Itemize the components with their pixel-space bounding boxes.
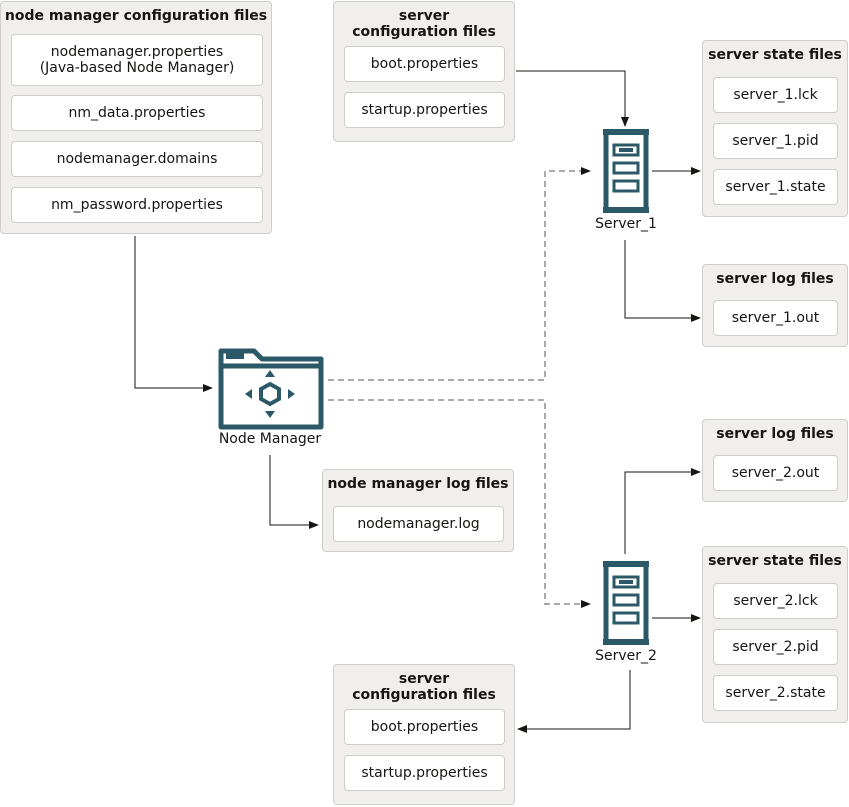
file-server2-lck: server_2.lck — [713, 583, 838, 619]
file-label: nodemanager.log — [357, 516, 480, 532]
file-server1-state: server_1.state — [713, 169, 838, 205]
arrow-config-to-server1 — [516, 70, 629, 127]
group-title: node manager configuration files — [4, 8, 268, 24]
file-label: server_1.out — [731, 310, 820, 326]
server2-label: Server_2 — [595, 648, 657, 664]
file-nodemanager-log: nodemanager.log — [333, 506, 504, 542]
file-label: server_1.lck — [733, 87, 818, 103]
nm-config-group: node manager configuration files nodeman… — [0, 1, 272, 234]
file-label: server_2.out — [731, 465, 820, 481]
server1-state-group: server state files server_1.lck server_1… — [702, 40, 848, 217]
file-nm-data-properties: nm_data.properties — [11, 95, 263, 131]
group-title: server state files — [708, 553, 842, 569]
file-server1-out: server_1.out — [713, 300, 838, 336]
server2-config-group: server configuration files boot.properti… — [333, 664, 515, 805]
file-label: nm_password.properties — [51, 197, 223, 213]
file-nodemanager-domains: nodemanager.domains — [11, 141, 263, 177]
file-label: server_1.pid — [732, 133, 819, 149]
group-title: server log files — [716, 426, 834, 442]
server1-log-group: server log files server_1.out — [702, 264, 848, 347]
file-label: boot.properties — [370, 56, 479, 72]
group-title: server configuration files — [352, 8, 496, 40]
file-label: nodemanager.domains — [56, 151, 218, 167]
file-label: server_2.lck — [733, 593, 818, 609]
node-manager-label: Node Manager — [218, 431, 322, 447]
file-server2-out: server_2.out — [713, 455, 838, 491]
arrow-server2-to-config — [517, 670, 631, 733]
group-title: node manager log files — [327, 476, 509, 492]
file-label: nm_data.properties — [68, 105, 206, 121]
file-boot-properties: boot.properties — [344, 709, 505, 745]
file-label: boot.properties — [370, 719, 479, 735]
file-server1-pid: server_1.pid — [713, 123, 838, 159]
server1-label: Server_1 — [595, 216, 657, 232]
arrow-server1-to-log — [624, 240, 701, 322]
server-tower-icon — [603, 561, 649, 645]
file-startup-properties: startup.properties — [344, 92, 505, 128]
file-label: server_2.state — [725, 685, 826, 701]
folder-with-hexagon-icon — [218, 348, 324, 430]
group-title: server log files — [716, 271, 834, 287]
server-tower-icon — [603, 129, 649, 213]
server2-log-group: server log files server_2.out — [702, 419, 848, 502]
file-label: startup.properties — [361, 765, 488, 781]
arrow-node-manager-to-log — [269, 455, 319, 529]
file-server2-state: server_2.state — [713, 675, 838, 711]
file-nm-password-properties: nm_password.properties — [11, 187, 263, 223]
file-nodemanager-properties: nodemanager.properties (Java-based Node … — [11, 34, 263, 86]
file-label: nodemanager.properties — [50, 44, 224, 60]
arrow-config-to-node-manager — [134, 236, 213, 392]
group-title: server configuration files — [352, 671, 496, 703]
dashed-node-manager-to-server1 — [328, 167, 591, 381]
file-sublabel: (Java-based Node Manager) — [39, 60, 235, 76]
arrow-server2-to-log — [624, 468, 701, 554]
file-server1-lck: server_1.lck — [713, 77, 838, 113]
file-label: startup.properties — [361, 102, 488, 118]
server1-config-group: server configuration files boot.properti… — [333, 1, 515, 142]
file-label: server_1.state — [725, 179, 826, 195]
dashed-node-manager-to-server2 — [328, 399, 591, 608]
file-server2-pid: server_2.pid — [713, 629, 838, 665]
nm-log-group: node manager log files nodemanager.log — [322, 469, 514, 552]
group-title: server state files — [708, 47, 842, 63]
file-startup-properties: startup.properties — [344, 755, 505, 791]
file-boot-properties: boot.properties — [344, 46, 505, 82]
file-label: server_2.pid — [732, 639, 819, 655]
server2-state-group: server state files server_2.lck server_2… — [702, 546, 848, 723]
